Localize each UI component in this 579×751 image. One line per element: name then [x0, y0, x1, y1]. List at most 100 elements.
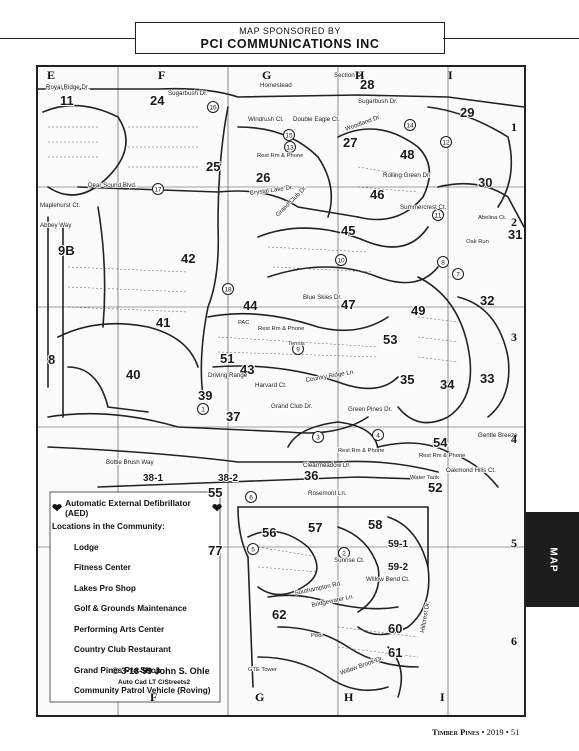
- section-number-label: 43: [240, 362, 254, 377]
- street-name-label: Rolling Green Dr.: [383, 172, 431, 179]
- grid-col-F: F: [158, 68, 166, 82]
- grid-row-3: 3: [511, 330, 517, 344]
- marker-circle: [207, 101, 219, 113]
- numbered-marker: 1: [197, 403, 209, 415]
- page-footer: Timber Pines • 2019 • 51: [432, 727, 519, 737]
- grid-col-I-bottom: I: [440, 690, 445, 704]
- grid-col-F-bottom: F: [150, 690, 158, 704]
- section-number-label: 45: [341, 223, 355, 238]
- marker-number: 17: [154, 187, 162, 194]
- place-label: Tennis: [288, 341, 305, 347]
- numbered-marker: 16: [207, 101, 219, 113]
- section-number-label: 39: [198, 388, 212, 403]
- sponsor-line-1: MAP SPONSORED BY: [239, 26, 341, 36]
- place-label: Rest Rm & Phone: [338, 448, 384, 454]
- footer-bullet: •: [505, 727, 511, 737]
- sponsor-banner: MAP SPONSORED BY PCI COMMUNICATIONS INC: [135, 22, 445, 54]
- numbered-marker: 7: [452, 268, 464, 280]
- section-number-label: 44: [243, 298, 258, 313]
- aed-location: Lakes Pro Shop: [74, 583, 136, 593]
- aed-legend-title: Automatic External Defibrillator (AED): [65, 498, 191, 518]
- marker-circle: [292, 343, 304, 355]
- numbered-marker: 17: [152, 183, 164, 195]
- numbered-marker: 6: [245, 491, 257, 503]
- grid-col-H: H: [355, 68, 365, 82]
- heart-icon: ❤: [211, 501, 222, 515]
- heart-icon: ❤: [52, 501, 63, 515]
- marker-number: 6: [249, 495, 253, 502]
- marker-number: 13: [286, 145, 294, 152]
- street-name-label: Clearmeadow Dr.: [303, 462, 351, 469]
- numbered-marker: 14: [404, 119, 416, 131]
- street-name-label: Double Eagle Ct.: [293, 116, 340, 123]
- section-number-label: 41: [156, 315, 170, 330]
- section-number-label: 24: [150, 93, 165, 108]
- marker-number: 7: [456, 272, 460, 279]
- street-name-label: Blue Skies Dr.: [303, 294, 342, 301]
- place-label: Oak Run: [466, 239, 489, 245]
- street-name-label: Willow Brook Dr.: [339, 655, 384, 677]
- footer-publication: Timber Pines: [432, 727, 480, 737]
- street-name-label: Sugarbush Dr.: [358, 98, 398, 105]
- street-name-label: Abbey Way: [40, 222, 72, 229]
- section-number-label: 26: [256, 170, 270, 185]
- marker-number: 5: [251, 547, 255, 554]
- marker-circle: [197, 403, 209, 415]
- section-number-label: 28: [360, 77, 374, 92]
- grid-col-I: I: [448, 68, 453, 82]
- numbered-marker: 9: [292, 343, 304, 355]
- section-number-label: 9B: [58, 243, 75, 258]
- place-label: PAC: [238, 320, 250, 326]
- footer-page-number: 51: [510, 727, 520, 737]
- grid-col-H-bottom: H: [344, 690, 354, 704]
- street-name-label: Harvard Ct.: [255, 382, 287, 389]
- section-number-label: 52: [428, 480, 442, 495]
- street-name-label: Rosemont Ln.: [308, 490, 347, 497]
- aed-location-list: Lodge Fitness Center Lakes Pro Shop Golf…: [74, 543, 222, 696]
- section-number-label: 27: [343, 135, 357, 150]
- numbered-marker: 15: [283, 129, 295, 141]
- place-label: GTE Tower: [248, 667, 277, 673]
- marker-number: 4: [376, 433, 380, 440]
- place-label: Rest Rm & Phone: [257, 153, 303, 159]
- marker-number: 3: [316, 435, 320, 442]
- section-number-label: 56: [262, 525, 276, 540]
- street-name-label: Sugarbush Dr.: [168, 90, 208, 97]
- aed-location: Lodge: [74, 542, 99, 552]
- lot-lines: [48, 126, 459, 658]
- aed-location: Performing Arts Center: [74, 624, 165, 634]
- street-name-label: Grand Club Dr.: [271, 403, 313, 410]
- marker-number: 1: [201, 407, 205, 414]
- numbered-marker: 8: [437, 256, 449, 268]
- section-number-label: 38-1: [143, 473, 163, 484]
- numbered-marker: 5: [247, 543, 259, 555]
- street-name-label: Green Pines Dr.: [348, 406, 392, 413]
- section-number-label: 53: [383, 332, 397, 347]
- section-number-label: 77: [208, 543, 222, 558]
- section-number-label: 36: [304, 468, 318, 483]
- section-number-label: 61: [388, 645, 402, 660]
- section-number-label: 42: [181, 251, 195, 266]
- grid-col-E: E: [47, 68, 56, 82]
- sponsor-name: PCI COMMUNICATIONS INC: [200, 37, 380, 51]
- section-number-label: 47: [341, 297, 355, 312]
- section-number-label: 37: [226, 409, 240, 424]
- numbered-marker: 2: [338, 547, 350, 559]
- section-number-label: 8: [48, 352, 55, 367]
- grid-row-6: 6: [511, 634, 517, 648]
- footer-bullet: •: [481, 727, 487, 737]
- aed-legend-title-row: ❤ Automatic External Defibrillator (AED)…: [52, 498, 222, 518]
- place-label: Rest Rm & Phone: [419, 453, 465, 459]
- marker-circle: [312, 431, 324, 443]
- map-credit-file: Auto Cad LT C/Streets2: [118, 679, 191, 686]
- section-number-label: 32: [480, 293, 494, 308]
- marker-circle: [372, 429, 384, 441]
- marker-circle: [247, 543, 259, 555]
- marker-number: 14: [406, 123, 414, 130]
- street-name-label: Windrush Ct.: [248, 116, 284, 123]
- marker-circle: [404, 119, 416, 131]
- aed-location: Grand Pines Pro Shop: [74, 665, 161, 675]
- aed-location: Golf & Grounds Maintenance: [74, 604, 187, 613]
